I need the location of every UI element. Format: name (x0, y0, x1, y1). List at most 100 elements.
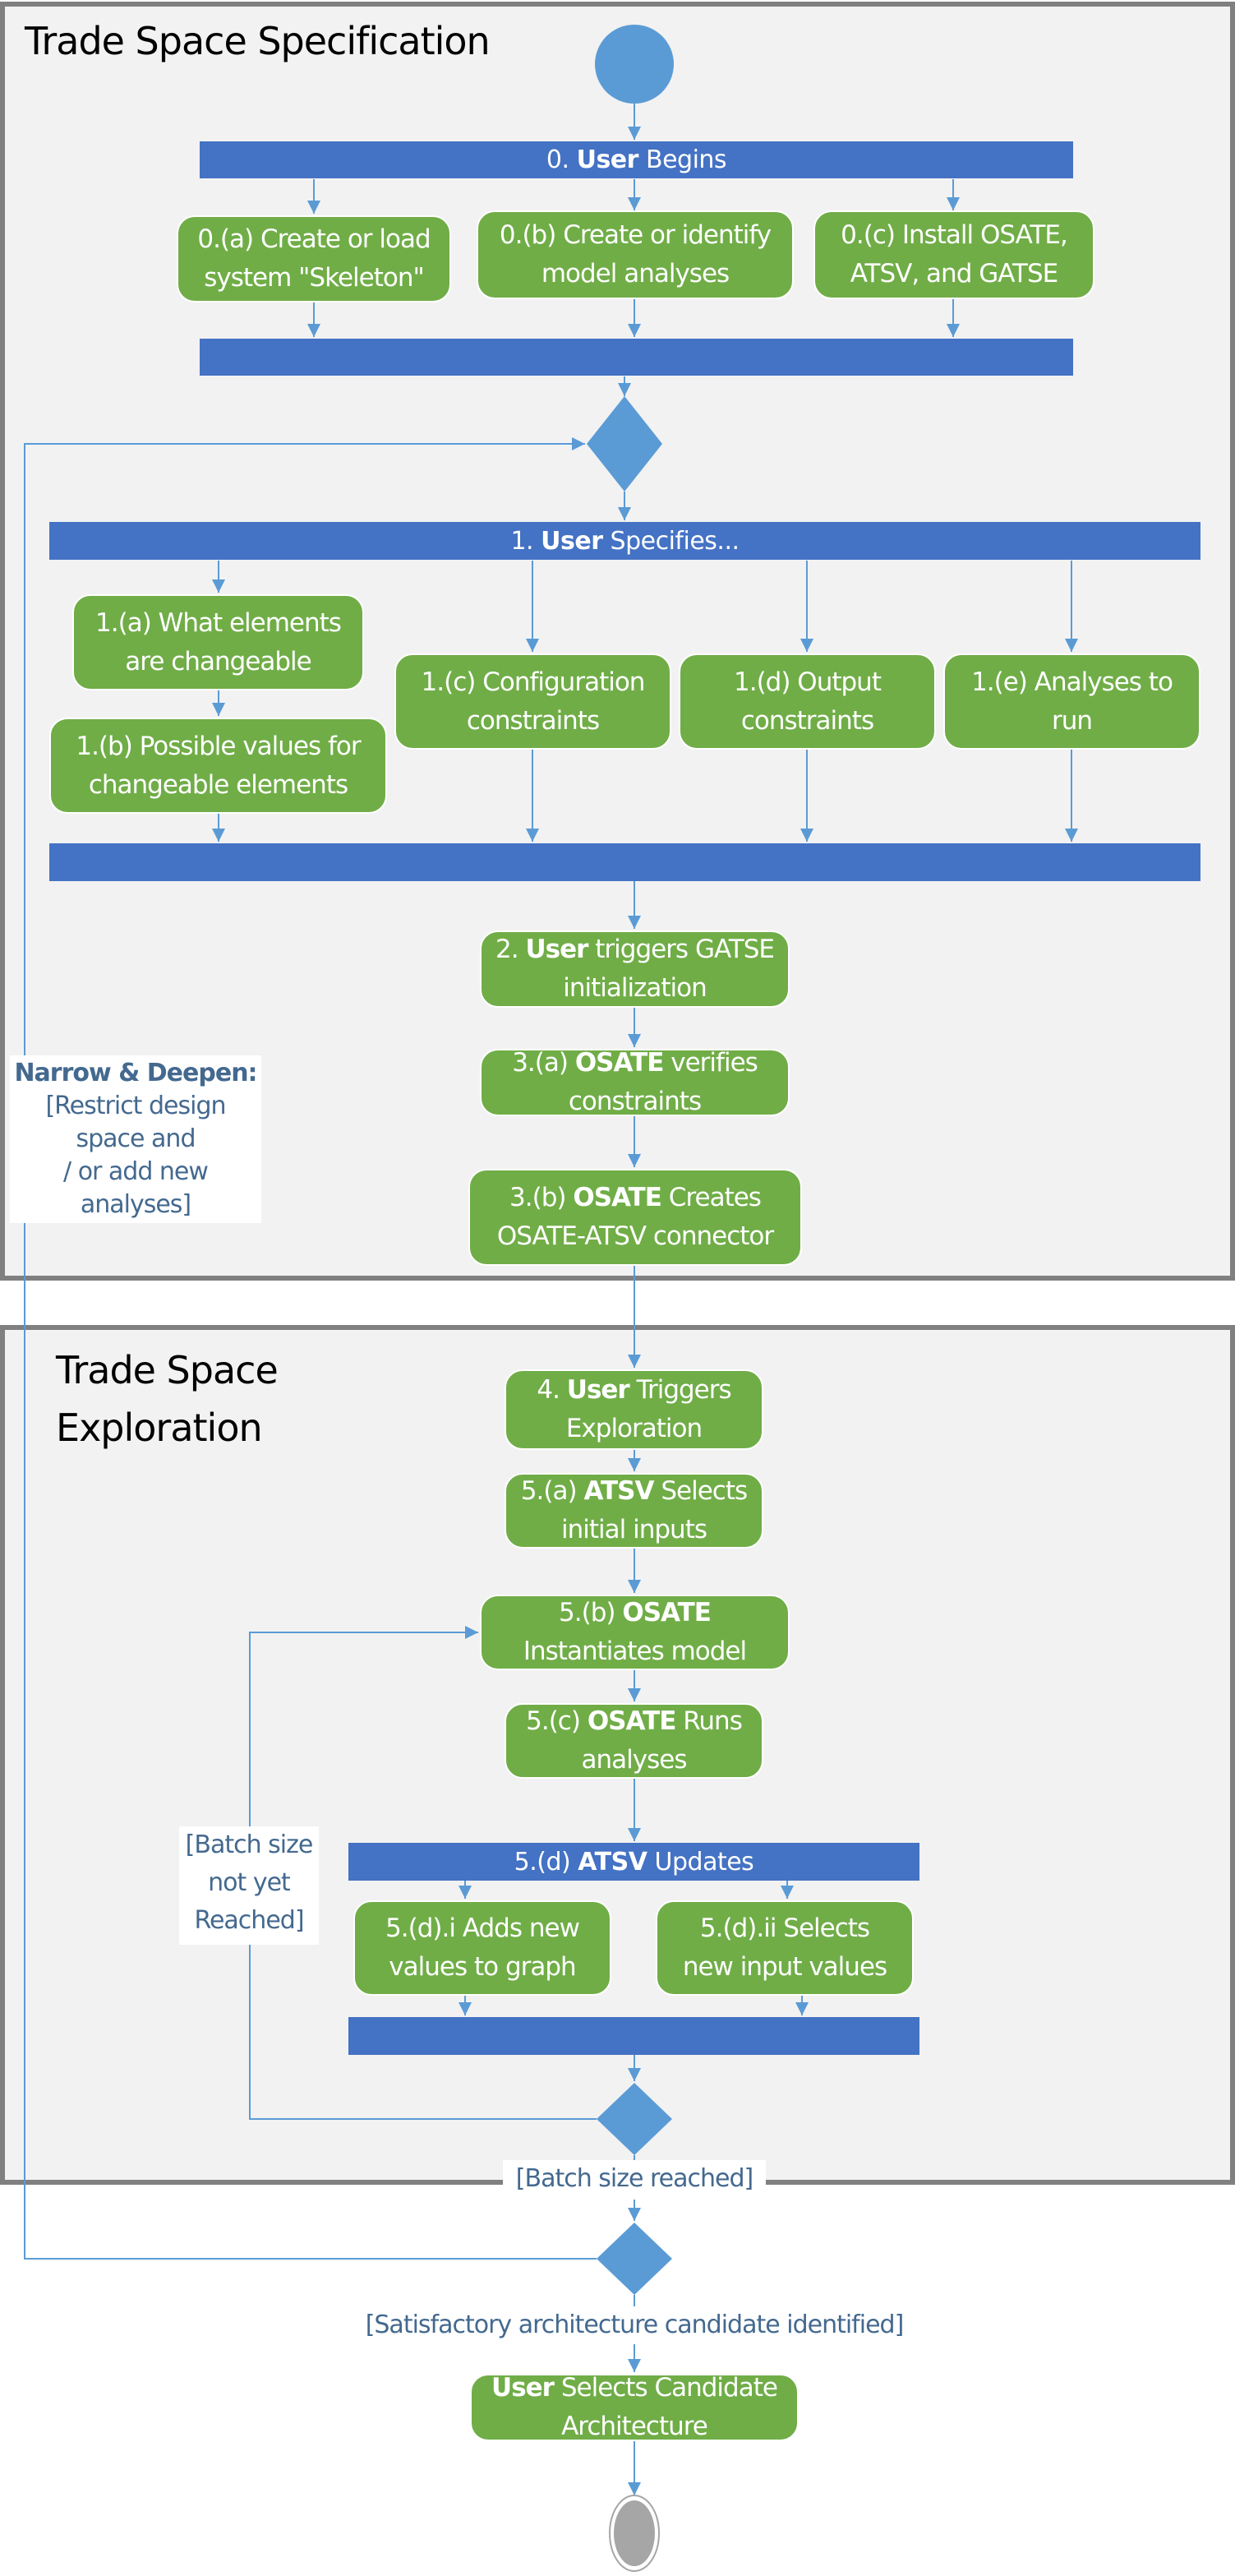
step4-line2: Exploration (565, 1414, 703, 1443)
step4-prefix: 4. (537, 1375, 560, 1405)
specification-title: Trade Space Specification (25, 19, 491, 63)
fork5d-actor: ATSV (578, 1847, 647, 1877)
activity-5c-run-analyses[interactable]: 5.(c) OSATE Runs analyses (505, 1703, 763, 1779)
activity-5di-line1: 5.(d).i Adds new (385, 1914, 580, 1943)
activity-5dii-line2: new input values (682, 1952, 887, 1982)
step4-actor: User (566, 1375, 630, 1405)
activity-1a-line1: 1.(a) What elements (95, 607, 342, 638)
activity-5b-instantiate-model[interactable]: 5.(b) OSATE Instantiates model (480, 1595, 790, 1670)
activity-5a-select-initial-inputs[interactable]: 5.(a) ATSV Selects initial inputs (505, 1473, 763, 1549)
step5c-actor: OSATE (587, 1706, 677, 1736)
narrow-deepen-heading: Narrow & Deepen: (14, 1059, 257, 1087)
activity-1d-line1: 1.(d) Output (734, 667, 882, 697)
final-actor: User (491, 2373, 555, 2403)
activity-0a-line2: system "Skeleton" (204, 263, 425, 293)
activity-1e-line1: 1.(e) Analyses to (971, 667, 1173, 697)
activity-3b-create-connector[interactable]: 3.(b) OSATE Creates OSATE-ATSV connector (468, 1169, 802, 1266)
step5a-actor: ATSV (583, 1476, 654, 1506)
guard-narrow-deepen: Narrow & Deepen: [Restrict design space … (10, 1055, 261, 1223)
guard-satisfactory-candidate: [Satisfactory architecture candidate ide… (329, 2306, 940, 2344)
fork5d-prefix: 5.(d) (514, 1847, 571, 1877)
activity-1c-line2: constraints (466, 705, 600, 736)
join-bar-step0 (200, 339, 1073, 376)
step3a-prefix: 3.(a) (512, 1048, 569, 1078)
exploration-title-line2: Exploration (56, 1406, 263, 1450)
activity-4-trigger-exploration[interactable]: 4. User Triggers Exploration (505, 1369, 763, 1450)
end-node-inner (614, 2500, 655, 2566)
activity-1c-line1: 1.(c) Configuration (421, 667, 646, 697)
step2-suffix: triggers GATSE (595, 935, 775, 964)
fork1-prefix: 1. (510, 526, 534, 556)
activity-1d-line2: constraints (740, 705, 874, 736)
final-line2: Architecture (561, 2412, 708, 2441)
activity-1e-analyses-to-run[interactable]: 1.(e) Analyses to run (943, 653, 1200, 750)
activity-0b-line2: model analyses (541, 259, 730, 289)
decision-node-batch-size (597, 2083, 672, 2155)
start-node (595, 25, 674, 104)
narrow-deepen-line1: [Restrict design (45, 1092, 226, 1120)
activity-0b-identify-analyses[interactable]: 0.(b) Create or identify model analyses (477, 210, 794, 299)
activity-2-trigger-gatse[interactable]: 2. User triggers GATSE initialization (480, 930, 790, 1008)
edge-narrow-deepen-loop (24, 437, 597, 2260)
guard-batch-reached: [Batch size reached] (503, 2160, 766, 2200)
fork1-actor: User (541, 526, 603, 556)
step5a-suffix: Selects (661, 1476, 748, 1506)
activity-1c-configuration-constraints[interactable]: 1.(c) Configuration constraints (394, 653, 671, 750)
activity-1b-line2: changeable elements (88, 769, 348, 800)
step5c-suffix: Runs (683, 1706, 743, 1736)
activity-0a-create-load-skeleton[interactable]: 0.(a) Create or load system "Skeleton" (177, 215, 451, 302)
activity-0c-line2: ATSV, and GATSE (850, 259, 1059, 289)
activity-0a-line1: 0.(a) Create or load (197, 224, 431, 254)
fork0-actor: User (576, 145, 639, 174)
step3a-suffix: verifies (670, 1048, 758, 1078)
exploration-title: Trade Space Exploration (56, 1341, 279, 1457)
fork-bar-user-specifies: 1. User Specifies... (49, 522, 1200, 560)
step3b-prefix: 3.(b) (509, 1183, 566, 1212)
merge-node-narrow-deepen (587, 396, 662, 492)
fork5d-suffix: Updates (654, 1847, 754, 1877)
step5b-prefix: 5.(b) (559, 1598, 615, 1627)
step5a-line2: initial inputs (561, 1515, 707, 1544)
fork0-suffix: Begins (646, 145, 727, 174)
fork0-prefix: 0. (546, 145, 569, 174)
join-bar-step5d (348, 2017, 919, 2055)
guard-batch-not-reached: [Batch size not yet Reached] (179, 1826, 319, 1945)
decision-node-satisfactory (597, 2223, 672, 2295)
activity-0b-line1: 0.(b) Create or identify (499, 220, 772, 250)
step3b-actor: OSATE (573, 1183, 662, 1212)
step2-prefix: 2. (495, 935, 519, 964)
batch-not-reached-line1: [Batch size (185, 1830, 314, 1859)
step5c-line2: analyses (581, 1745, 688, 1775)
activity-5di-line2: values to graph (389, 1952, 576, 1982)
batch-not-reached-line2: not yet (208, 1868, 291, 1897)
activity-0c-line1: 0.(c) Install OSATE, (841, 220, 1068, 250)
activity-5dii-line1: 5.(d).ii Selects (699, 1914, 870, 1943)
step3b-line2: OSATE-ATSV connector (496, 1221, 774, 1251)
step2-actor: User (525, 935, 588, 964)
step5b-line2: Instantiates model (523, 1637, 747, 1666)
fork1-suffix: Specifies... (610, 526, 740, 556)
activity-3a-verify-constraints[interactable]: 3.(a) OSATE verifies constraints (480, 1048, 790, 1116)
fork-bar-user-begins: 0. User Begins (200, 141, 1073, 178)
fork-bar-atsv-updates: 5.(d) ATSV Updates (348, 1843, 919, 1881)
step5b-actor: OSATE (622, 1598, 712, 1627)
batch-not-reached-line3: Reached] (194, 1906, 304, 1935)
activity-select-candidate-architecture[interactable]: User Selects Candidate Architecture (470, 2373, 799, 2441)
step5c-prefix: 5.(c) (526, 1706, 581, 1736)
activity-5dii-select-new-inputs[interactable]: 5.(d).ii Selects new input values (656, 1900, 914, 1996)
narrow-deepen-line2: space and (76, 1124, 196, 1153)
activity-1b-possible-values[interactable]: 1.(b) Possible values for changeable elem… (49, 718, 387, 814)
activity-1b-line1: 1.(b) Possible values for (76, 731, 361, 761)
final-suffix: Selects Candidate (560, 2373, 778, 2403)
step4-suffix: Triggers (636, 1375, 732, 1405)
activity-0c-install-tools[interactable]: 0.(c) Install OSATE, ATSV, and GATSE (813, 210, 1094, 299)
join-bar-step1 (49, 843, 1200, 881)
step2-line2: initialization (563, 973, 707, 1003)
step3a-line2: constraints (568, 1087, 702, 1116)
activity-5di-add-values-to-graph[interactable]: 5.(d).i Adds new values to graph (353, 1900, 611, 1996)
activity-1e-line2: run (1051, 705, 1093, 736)
activity-1d-output-constraints[interactable]: 1.(d) Output constraints (679, 653, 936, 750)
narrow-deepen-line3: / or add new (63, 1157, 209, 1186)
